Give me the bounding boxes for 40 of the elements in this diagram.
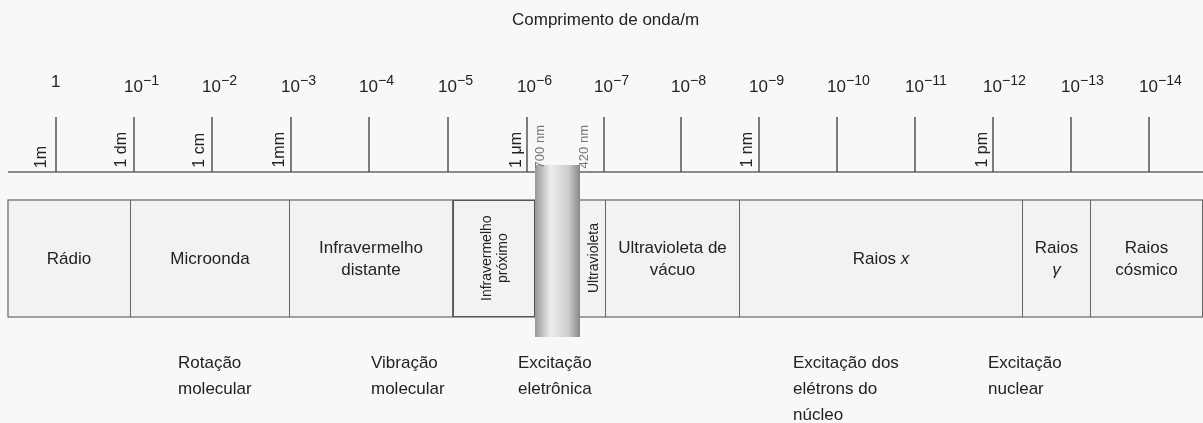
tick-label: 10$^{−8}$ <box>671 72 707 97</box>
tick-label: 10$^{−10}$ <box>827 72 870 97</box>
transition-label: Vibração molecular <box>371 352 446 400</box>
tick-label: 10$^{−13}$ <box>1061 72 1104 97</box>
tick-label: 10$^{−4}$ <box>359 72 395 97</box>
region-name: Raios cósmico <box>1114 236 1179 281</box>
tick-label: 10$^{−14}$ <box>1139 72 1182 97</box>
region-name: Rádio <box>46 247 92 270</box>
unit-label: 1mm <box>271 132 287 168</box>
tick-label: 10$^{−5}$ <box>438 72 474 97</box>
tick-label: 10$^{−11}$ <box>905 72 947 97</box>
tick-label: 10$^{−3}$ <box>281 72 317 97</box>
tick-label: 10$^{−1}$ <box>124 72 160 97</box>
region-name: Ultravioleta <box>584 223 601 294</box>
transition-label: Excitação eletrônica <box>518 352 593 400</box>
unit-label: 1m <box>33 145 49 168</box>
tick-label: 1 <box>51 72 61 92</box>
region-name: Microonda <box>170 247 250 270</box>
transition-label: Rotação molecular <box>178 352 253 400</box>
unit-label: 1 cm <box>191 133 207 168</box>
tick-label: 10$^{−12}$ <box>983 72 1026 97</box>
region-name: Raios γ <box>1033 236 1080 281</box>
transition-label: Excitação dos elétrons do núcleo <box>793 352 900 423</box>
tick-label: 10$^{−2}$ <box>202 72 238 97</box>
transition-label: Excitação nuclear <box>988 352 1063 400</box>
unit-label: 1 pm <box>974 132 990 168</box>
unit-label: 700 nm <box>532 124 548 168</box>
region-name: Infravermelho próximo <box>478 214 510 304</box>
tick-label: 10$^{−7}$ <box>594 72 630 97</box>
unit-label: 1 μm <box>508 132 524 168</box>
region-name: Raios x <box>852 247 910 270</box>
region-name: Infravermelho distante <box>318 236 424 281</box>
unit-label: 1 nm <box>739 132 755 168</box>
unit-label: 420 nm <box>576 124 592 168</box>
spectrum-region <box>453 200 535 317</box>
tick-label: 10$^{−9}$ <box>749 72 785 97</box>
unit-label: 1 dm <box>113 132 129 168</box>
axis-title: Comprimento de onda/m <box>512 10 700 30</box>
region-name: Ultravioleta de vácuo <box>617 236 728 281</box>
tick-label: 10$^{−6}$ <box>517 72 553 97</box>
